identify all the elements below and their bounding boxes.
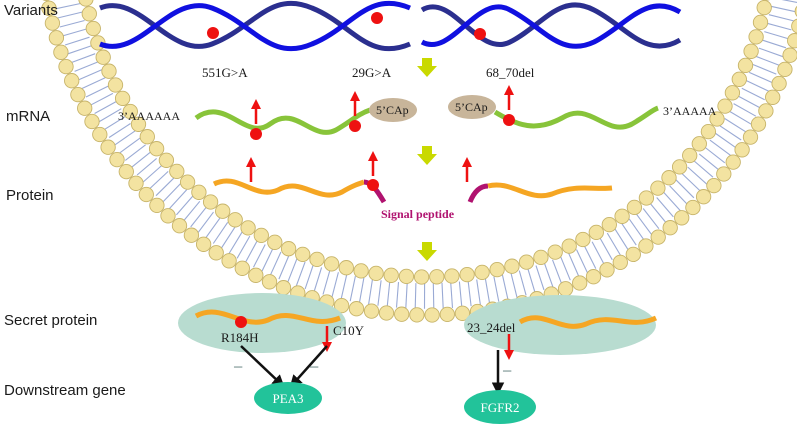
cell-membrane [37, 0, 797, 322]
row-label-variants: Variants [4, 2, 58, 19]
variant-label-r184h: R184H [221, 330, 259, 345]
dna-helix-left [100, 3, 410, 48]
mrna-strand-left [196, 110, 370, 132]
protein-strand-left [214, 181, 364, 195]
variant-label-23-24del: 23_24del [467, 320, 516, 335]
signal-peptide-label: Signal peptide [381, 207, 455, 221]
step-arrow-icon [417, 58, 437, 77]
mutation-site-dot [207, 27, 219, 39]
row-label-mrna: mRNA [6, 108, 50, 125]
inhibition-mark: − [309, 357, 319, 377]
mutation-site-dot [367, 179, 379, 191]
row-label-protein: Protein [6, 187, 54, 204]
gene-fgfr2-label: FGFR2 [480, 400, 519, 415]
mutation-site-dot [250, 128, 262, 140]
cap-right-label: 5’CAp [455, 100, 488, 114]
inhibition-mark: − [233, 357, 243, 377]
signal-peptide-right [470, 186, 488, 202]
mrna-tail-right: 3’AAAAA [663, 104, 717, 118]
variant-label-c10y: C10Y [333, 323, 365, 338]
mutation-site-dot [503, 114, 515, 126]
mutation-site-dot [474, 28, 486, 40]
variant-label-551: 551G>A [202, 65, 248, 80]
row-label-downstream-gene: Downstream gene [4, 382, 126, 399]
mutation-site-dot [349, 120, 361, 132]
inhibition-mark: − [502, 361, 512, 381]
mutation-site-dot [371, 12, 383, 24]
row-label-secret-protein: Secret protein [4, 312, 97, 329]
mrna-strand-right [495, 108, 658, 127]
mrna-tail-left: 3’AAAAAA [118, 109, 180, 123]
variant-label-29: 29G>A [352, 65, 392, 80]
gene-pea3-label: PEA3 [272, 391, 303, 406]
dna-helix-right [422, 5, 680, 46]
cap-left-label: 5’CAp [376, 103, 409, 117]
variant-label-68: 68_70del [486, 65, 535, 80]
protein-strand-right [488, 185, 612, 196]
step-arrow-icon [417, 242, 437, 261]
step-arrow-icon [417, 146, 437, 165]
mutation-site-dot [235, 316, 247, 328]
